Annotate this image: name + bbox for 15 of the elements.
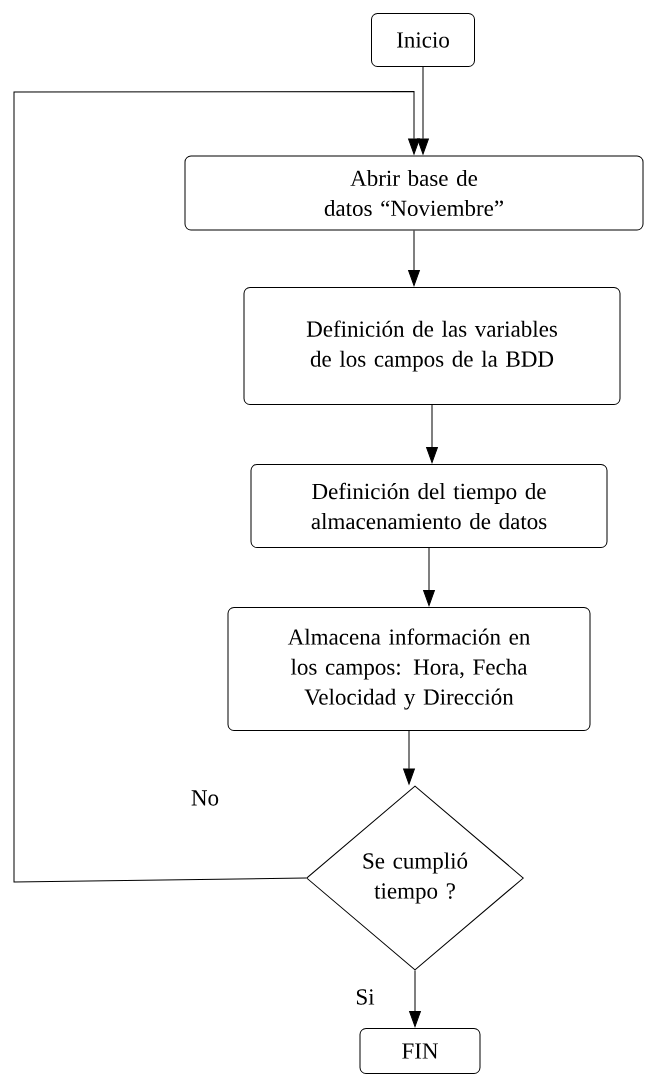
arrow: [408, 230, 420, 286]
process-box: Almacena información en los campos: Hora, Fecha Velocidad y Dirección: [227, 607, 591, 731]
arrow: [409, 970, 421, 1027]
process-box: Definición del tiempo de almacenamiento de datos: [250, 464, 608, 548]
arrow: [417, 66, 429, 155]
process-box: FIN: [359, 1028, 481, 1074]
arrow: [403, 730, 415, 785]
arrow: [423, 547, 435, 606]
process-box: Definición de las variables de los campos de la BDD: [243, 287, 621, 405]
arrow: [13, 91, 420, 883]
arrow: [426, 404, 438, 463]
edge-label: No: [189, 789, 221, 807]
edge-label: Si: [354, 988, 376, 1006]
process-box: Abrir base de datos “Noviembre”: [184, 155, 644, 231]
process-box: Inicio: [371, 13, 475, 67]
